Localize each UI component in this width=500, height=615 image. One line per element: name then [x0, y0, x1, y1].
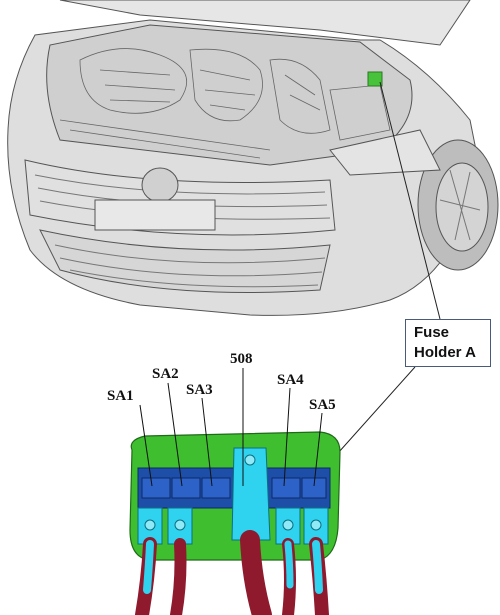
- cables: [135, 530, 329, 615]
- fuse-holder-highlight: [367, 71, 383, 87]
- label-508: 508: [230, 351, 253, 367]
- fuse-sa3: [201, 477, 231, 499]
- car-hood: [59, 0, 471, 46]
- car-emblem: [141, 167, 179, 203]
- license-plate: [94, 199, 216, 231]
- fuse-holder-detail: [129, 368, 341, 615]
- label-sa5: SA5: [309, 397, 336, 413]
- leader-line-lower: [329, 366, 416, 463]
- label-sa1: SA1: [107, 388, 134, 404]
- fuse-sa1: [141, 477, 171, 499]
- car-illustration: [7, 0, 499, 316]
- car-headlight: [329, 129, 441, 176]
- label-sa2: SA2: [152, 366, 179, 382]
- label-sa3: SA3: [186, 382, 213, 398]
- label-sa4: SA4: [277, 372, 304, 388]
- leader-line-upper: [379, 81, 441, 320]
- fuse-sa5: [301, 477, 327, 499]
- fuse-sa4: [271, 477, 301, 499]
- label-pointers: [139, 368, 323, 487]
- fuse-sa2: [171, 477, 201, 499]
- busbar-508: [231, 447, 271, 541]
- callout-line-2: Holder A: [414, 344, 476, 361]
- fuse-holder-callout: Fuse Holder A: [405, 319, 491, 367]
- callout-line-1: Fuse: [414, 324, 450, 341]
- engine-detail: [59, 48, 391, 159]
